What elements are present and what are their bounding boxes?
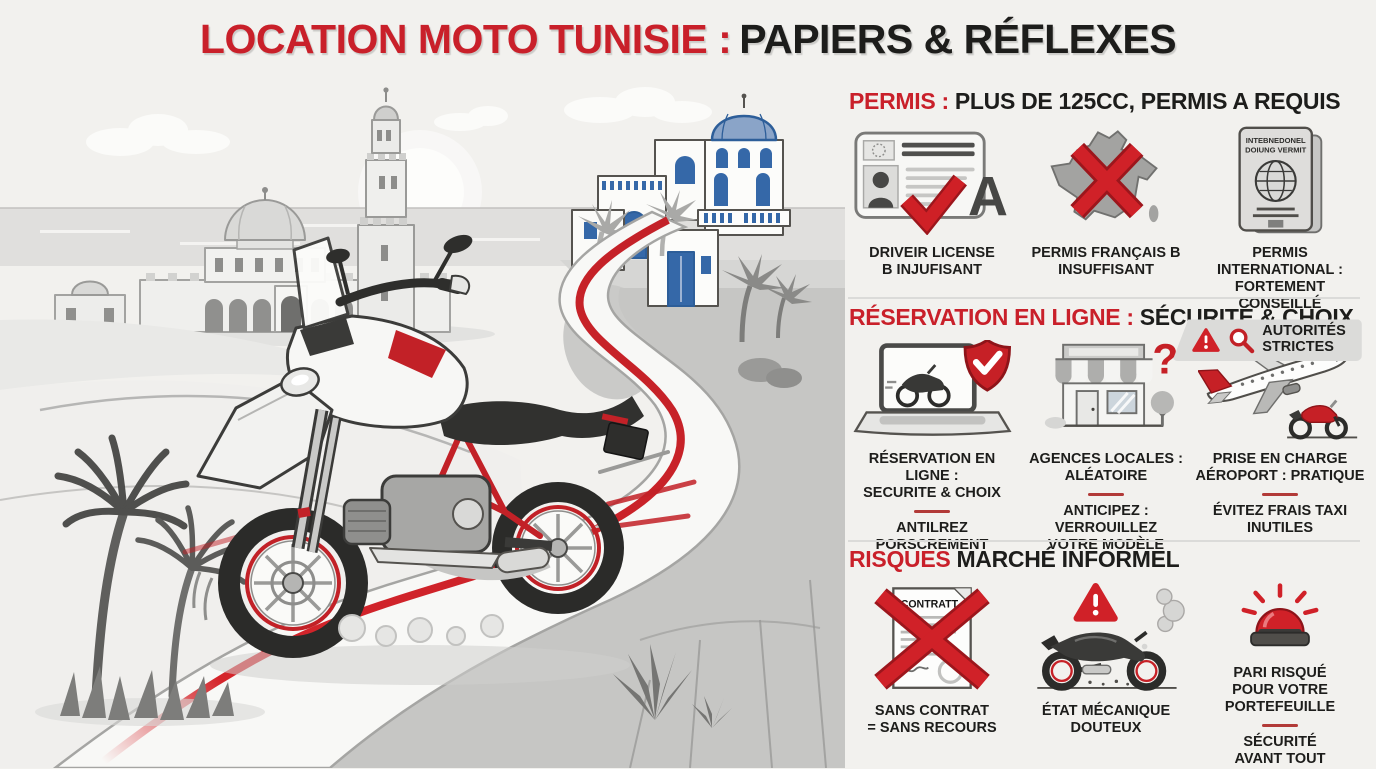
- smoke-icon: [1156, 588, 1185, 633]
- caption-etat-mecanique: ÉTAT MÉCANIQUE DOUTEUX: [1041, 703, 1171, 737]
- subcaption-aeroport: ÉVITEZ FRAIS TAXI INUTILES: [1212, 503, 1348, 537]
- contract-crossed-icon: CONTRATT: [874, 587, 990, 690]
- risques-item-contrat: CONTRATT SANS CONTRAT = SANS RECOURS: [845, 581, 1019, 769]
- motorcycle-illustration: [182, 234, 697, 685]
- caption-pari-risque: PARI RISQUÉ POUR VOTRE PORTEFEUILLE: [1224, 665, 1336, 716]
- motorcycle-warning-icon: [1037, 583, 1185, 691]
- cloud-icon: [86, 87, 712, 156]
- section-divider: [848, 297, 1360, 299]
- page-title: LOCATION MOTO TUNISIE :PAPIERS & RÉFLEXE…: [0, 16, 1376, 63]
- badge-label: AUTORITÉS STRICTES: [1262, 323, 1346, 356]
- storefront-question-icon: ?: [1044, 339, 1178, 429]
- contract-title: CONTRATT: [901, 599, 959, 611]
- passport-text-line1: INTEBNEDONEL: [1246, 136, 1306, 145]
- magnifier-icon: [1229, 329, 1255, 354]
- license-category-letter: A: [968, 165, 1008, 227]
- used-motorcycle: [1037, 630, 1177, 691]
- caption-sans-contrat: SANS CONTRAT = SANS RECOURS: [867, 703, 997, 737]
- village-illustration: [571, 93, 812, 388]
- caption-reservation-ligne: RÉSERVATION EN LIGNE : SECURITE & CHOIX: [863, 451, 1001, 502]
- reservation-item-online: RÉSERVATION EN LIGNE : SECURITE & CHOIX …: [845, 339, 1019, 555]
- reservation-item-aeroport: PRISE EN CHARGE AÉROPORT : PRATIQUE ÉVIT…: [1193, 339, 1367, 555]
- title-dark-part: PAPIERS & RÉFLEXES: [739, 16, 1177, 62]
- siren-icon: [1241, 583, 1319, 647]
- caption-permis-international: PERMIS INTERNATIONAL : FORTEMENT CONSEIL…: [1217, 245, 1343, 313]
- section-permis-heading: PERMIS :PLUS DE 125CC, PERMIS A REQUIS: [849, 88, 1341, 114]
- driver-license-icon: A: [854, 131, 1008, 235]
- red-motorcycle-icon: [1286, 399, 1357, 440]
- title-red-part: LOCATION MOTO TUNISIE :: [199, 16, 732, 62]
- france-map-crossed-icon: [1050, 130, 1159, 223]
- section-reservation: RÉSERVATION EN LIGNE :SÉCURITÉ & CHOIX: [845, 304, 1367, 555]
- strict-authorities-badge: AUTORITÉS STRICTES: [1172, 319, 1362, 362]
- reservation-item-agences: ? AGENCES LOCALES : ALÉATOIRE ANTICIPEZ …: [1019, 339, 1193, 555]
- laptop-shield-icon: [852, 340, 1012, 436]
- warning-triangle-icon: [1192, 328, 1220, 353]
- warning-triangle-icon: [1073, 583, 1118, 622]
- subcaption-securite: SÉCURITÉ AVANT TOUT: [1234, 734, 1326, 768]
- agave-plant-icon: [613, 644, 732, 728]
- palm-trees-illustration: [35, 434, 265, 726]
- passport-text-line2: DOIUNG VERMIT: [1245, 146, 1307, 155]
- red-mini-divider: [914, 510, 950, 514]
- red-mini-divider: [1088, 493, 1124, 497]
- question-mark: ?: [1152, 339, 1178, 383]
- caption-agences-locales: AGENCES LOCALES : ALÉATOIRE: [1029, 451, 1183, 485]
- shield-check-icon: [963, 340, 1011, 392]
- caption-permis-francais: PERMIS FRANÇAIS B INSUFFISANT: [1031, 245, 1181, 279]
- palm-tree-icon: [722, 254, 812, 388]
- laptop-screen-moto: [884, 364, 951, 408]
- permis-item-france: PERMIS FRANÇAIS B INSUFFISANT: [1019, 123, 1193, 361]
- permis-item-international: INTEBNEDONEL DOIUNG VERMIT PERMIS INTERN…: [1172, 123, 1367, 362]
- red-mini-divider: [1262, 493, 1298, 497]
- section-permis: PERMIS :PLUS DE 125CC, PERMIS A REQUIS: [845, 88, 1367, 362]
- risques-item-pari: PARI RISQUÉ POUR VOTRE PORTEFEUILLE SÉCU…: [1193, 581, 1367, 769]
- tunisia-moto-illustration: [0, 87, 845, 768]
- subcaption-agences: ANTICIPEZ : VERROUILLEZ VOTRE MODÈLE: [1047, 503, 1164, 554]
- section-divider: [848, 540, 1360, 542]
- international-permit-passport-icon: INTEBNEDONEL DOIUNG VERMIT: [1238, 126, 1323, 234]
- permis-item-license: A DRIVEIR LICENSE B INJUFISANT: [845, 123, 1019, 361]
- caption-driver-license: DRIVEIR LICENSE B INJUFISANT: [869, 245, 995, 279]
- red-mini-divider: [1262, 724, 1298, 728]
- front-wheel: [218, 508, 368, 658]
- caption-aeroport: PRISE EN CHARGE AÉROPORT : PRATIQUE: [1195, 451, 1365, 485]
- risques-item-mecanique: ÉTAT MÉCANIQUE DOUTEUX: [1019, 581, 1193, 769]
